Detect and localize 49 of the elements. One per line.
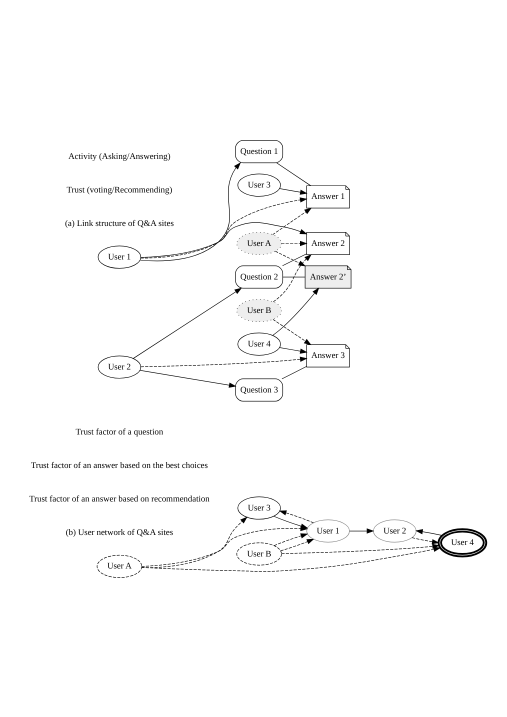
legend-label: Activity (Asking/Answering): [68, 150, 170, 160]
arrow: [141, 525, 308, 566]
connector: [282, 253, 307, 266]
arrow: [141, 546, 441, 572]
arrow: [275, 250, 306, 266]
arrow: [274, 532, 308, 546]
legend-label: Trust factor of a question: [76, 426, 164, 436]
node-ellipse: User 3: [238, 496, 281, 520]
arrow: [279, 188, 308, 194]
legend-label: Trust factor of an answer based on recommendation: [29, 493, 210, 504]
node-ellipse: User 4: [238, 332, 281, 356]
arrow: [415, 528, 442, 536]
arrow: [281, 240, 308, 246]
node-ellipse: User B: [236, 542, 282, 565]
arrow: [140, 196, 308, 258]
node-ellipse: User 3: [238, 173, 281, 196]
arrow: [272, 318, 312, 345]
arrow: [281, 543, 440, 554]
node-ellipse: User 2: [98, 355, 142, 378]
node-box: Question 3: [235, 378, 284, 402]
arrow: [279, 510, 314, 523]
node-box: Question 1: [235, 140, 284, 163]
legend-label: Trust factor of an answer based on the best choices: [30, 460, 208, 470]
node-ellipse: User B: [236, 298, 282, 322]
legend-label: Trust (voting/Recommending): [66, 184, 172, 194]
node-ellipse: User 4: [438, 528, 488, 557]
node-ellipse: User A: [96, 554, 142, 578]
arrow: [140, 162, 241, 261]
node-ellipse: User 1: [306, 519, 350, 542]
node-ellipse: User 2: [373, 519, 416, 542]
arrow: [133, 287, 242, 358]
arrow: [349, 528, 374, 534]
arrow: [140, 356, 308, 367]
arrow: [273, 254, 312, 302]
node-box: Question 2: [235, 265, 284, 288]
node-ellipse: User A: [236, 232, 282, 254]
connector: [282, 366, 307, 379]
arrow: [272, 287, 320, 336]
label: (a) Link structure of Q&A sites: [65, 217, 174, 228]
arrow: [272, 207, 312, 234]
arrow: [412, 536, 440, 544]
label: (b) User network of Q&A sites: [66, 526, 174, 537]
connector: [282, 276, 306, 277]
arrow: [279, 346, 308, 354]
arrow: [280, 538, 314, 551]
connector: [276, 162, 311, 186]
arrow: [140, 370, 236, 388]
node-ellipse: User 1: [98, 245, 142, 268]
arrow: [140, 222, 308, 258]
